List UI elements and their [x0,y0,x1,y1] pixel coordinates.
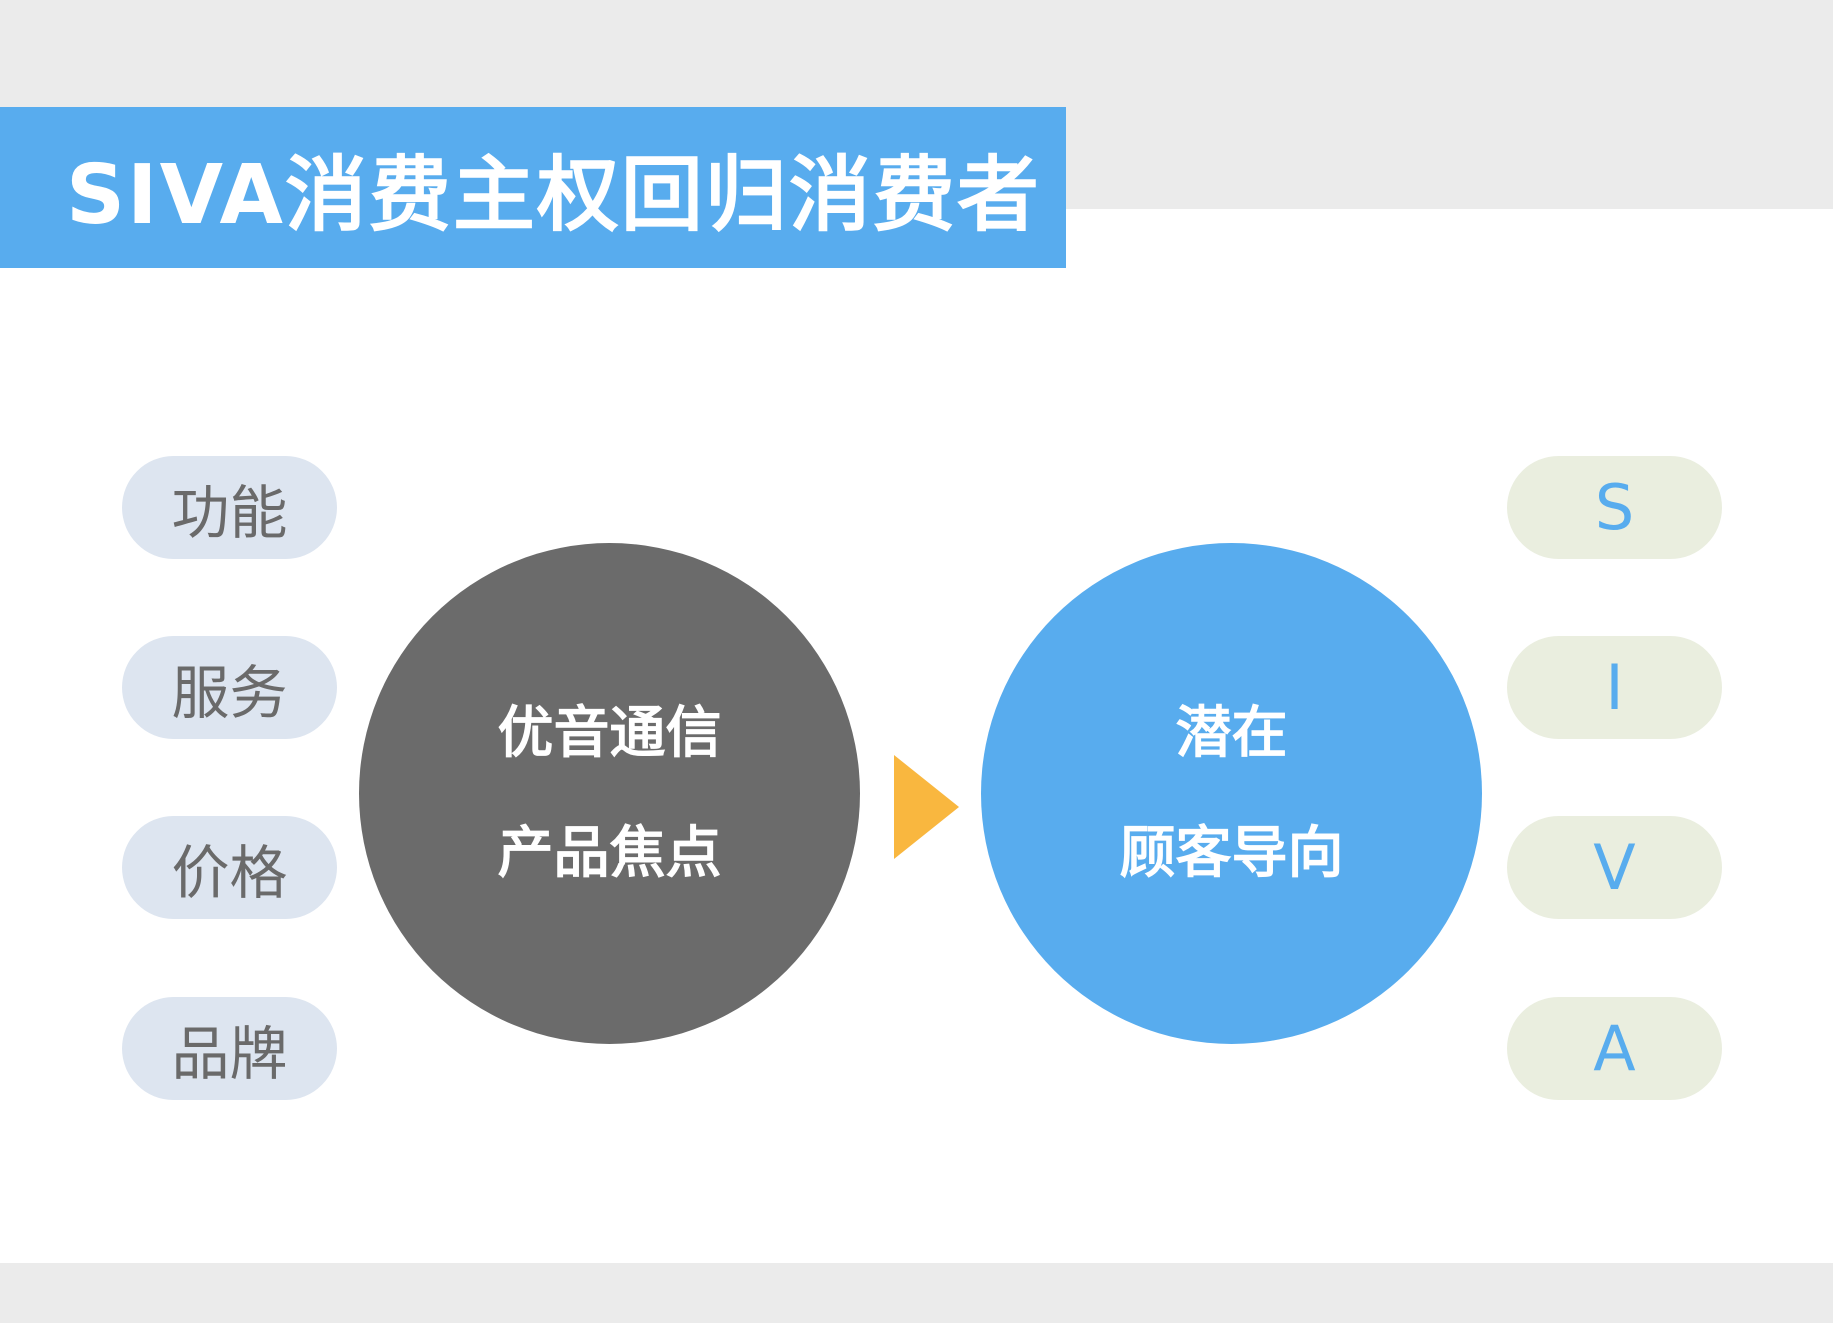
left-item-service: 服务 [122,636,337,739]
customer-orientation-line1: 潜在 [1175,700,1288,766]
left-item-function: 功能 [122,456,337,559]
right-item-i: I [1507,636,1722,739]
page-title: SIVA消费主权回归消费者 [66,148,1041,243]
product-focus-line2: 产品焦点 [497,820,722,886]
title-banner: SIVA消费主权回归消费者 [0,107,1066,268]
customer-orientation-circle: 潜在 顾客导向 [981,543,1482,1044]
right-item-s: S [1507,456,1722,559]
product-focus-circle: 优音通信 产品焦点 [359,543,860,1044]
left-item-brand: 品牌 [122,997,337,1100]
right-triangle-arrow-icon [894,755,959,859]
left-item-price: 价格 [122,816,337,919]
product-focus-line1: 优音通信 [497,700,722,766]
right-item-v: V [1507,816,1722,919]
right-item-a: A [1507,997,1722,1100]
customer-orientation-line2: 顾客导向 [1119,820,1344,886]
